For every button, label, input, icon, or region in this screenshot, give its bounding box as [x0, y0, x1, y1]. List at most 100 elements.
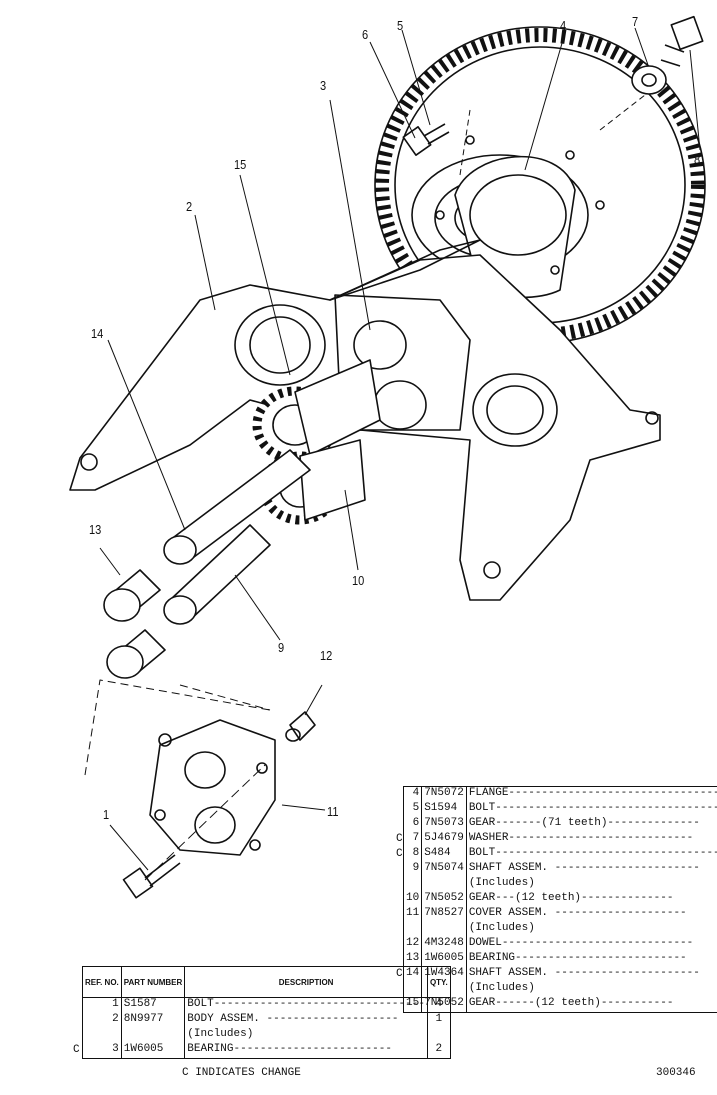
ref-cell: [403, 922, 423, 937]
description-cell: GEAR-------(71 teeth)--------------: [466, 817, 717, 832]
change-mark: C: [396, 848, 403, 860]
cover-assembly-drawing: [149, 711, 316, 856]
callout-4: 4: [560, 18, 567, 33]
description-cell: BOLT------------------------------------: [466, 802, 717, 817]
part-number-cell: S1587: [121, 997, 186, 1013]
header-ref-no: REF. NO.: [82, 966, 122, 998]
table-row: (Includes): [403, 922, 717, 937]
description-cell: BEARING------------------------: [184, 1043, 428, 1059]
bolt-1-drawing: [122, 854, 181, 899]
description-cell: BEARING--------------------------: [466, 952, 717, 967]
part-number-cell: 7N5074: [421, 862, 467, 877]
part-number-cell: S1594: [421, 802, 467, 817]
header-description: DESCRIPTION: [184, 966, 428, 998]
callout-13: 13: [89, 522, 102, 537]
ref-cell: 1: [82, 997, 122, 1013]
callout-8: 8: [694, 152, 701, 167]
part-number-cell: 4M3248: [421, 937, 467, 952]
small-gears-drawing: [252, 359, 381, 525]
description-cell: (Includes): [184, 1028, 428, 1043]
ref-cell: 13: [403, 952, 423, 967]
part-number-cell: 7N5072: [421, 786, 467, 802]
table-header-row: REF. NO. PART NUMBER DESCRIPTION QTY.: [82, 966, 451, 998]
header-part-number: PART NUMBER: [121, 966, 186, 998]
callout-15: 15: [234, 157, 247, 172]
callout-9: 9: [278, 640, 285, 655]
callout-2: 2: [186, 199, 193, 214]
part-number-cell: [121, 1028, 186, 1043]
washer-and-bolt-drawing: [631, 15, 704, 95]
description-cell: GEAR------(12 teeth)-----------: [466, 997, 717, 1013]
description-cell: SHAFT ASSEM. ----------------------: [466, 862, 717, 877]
header-qty: QTY.: [427, 966, 451, 998]
drawing-number: 300346: [656, 1067, 696, 1079]
part-number-cell: 7N5073: [421, 817, 467, 832]
change-mark: C: [396, 833, 403, 845]
part-number-cell: 7N5052: [421, 892, 467, 907]
callout-14: 14: [91, 326, 104, 341]
callout-10: 10: [352, 573, 365, 588]
callout-1: 1: [103, 807, 110, 822]
description-cell: (Includes): [466, 982, 717, 997]
ref-cell: 11: [403, 907, 423, 922]
description-cell: (Includes): [466, 877, 717, 892]
ref-cell: 8: [403, 847, 423, 862]
change-mark: C: [396, 968, 403, 980]
part-number-cell: 7N8527: [421, 907, 467, 922]
part-number-cell: 7N5052: [421, 997, 467, 1013]
callout-3: 3: [320, 78, 327, 93]
ref-cell: 5: [403, 802, 423, 817]
description-cell: COVER ASSEM. --------------------: [466, 907, 717, 922]
part-number-cell: [421, 922, 467, 937]
ref-cell: [403, 877, 423, 892]
table-row: (Includes): [403, 877, 717, 892]
qty-cell: 2: [435, 1043, 443, 1055]
ref-cell: 3: [82, 1043, 122, 1059]
ref-cell: [82, 1028, 122, 1043]
change-mark: C: [73, 1044, 80, 1056]
part-number-cell: 5J4679: [421, 832, 467, 847]
callout-11: 11: [327, 804, 339, 819]
qty-cell: 1: [435, 1013, 443, 1025]
ref-cell: 2: [82, 1013, 122, 1028]
description-cell: DOWEL-----------------------------: [466, 937, 717, 952]
shafts-drawing: [163, 449, 311, 625]
part-number-cell: S484: [421, 847, 467, 862]
description-cell: SHAFT ASSEM. ----------------------: [466, 967, 717, 982]
ref-cell: 12: [403, 937, 423, 952]
callout-7: 7: [632, 14, 639, 29]
part-number-cell: [421, 877, 467, 892]
description-cell: BODY ASSEM. --------------------: [184, 1013, 428, 1028]
qty-cell: 4: [435, 998, 443, 1010]
part-number-cell: 1W6005: [421, 952, 467, 967]
qty-cell: [427, 1028, 450, 1043]
part-number-cell: 8N9977: [121, 1013, 186, 1028]
bolt-5-drawing: [402, 123, 450, 156]
leader-lines: [84, 27, 701, 881]
part-number-cell: 1W6005: [121, 1043, 186, 1059]
ref-cell: 10: [403, 892, 423, 907]
description-cell: BOLT--------------------------------: [184, 997, 428, 1013]
callout-12: 12: [320, 648, 333, 663]
description-cell: GEAR---(12 teeth)--------------: [466, 892, 717, 907]
description-cell: FLANGE--------------------------------: [466, 786, 717, 802]
bearings-drawing: [103, 569, 166, 679]
ref-cell: 9: [403, 862, 423, 877]
ref-cell: 4: [403, 786, 423, 802]
callout-5: 5: [397, 18, 404, 33]
